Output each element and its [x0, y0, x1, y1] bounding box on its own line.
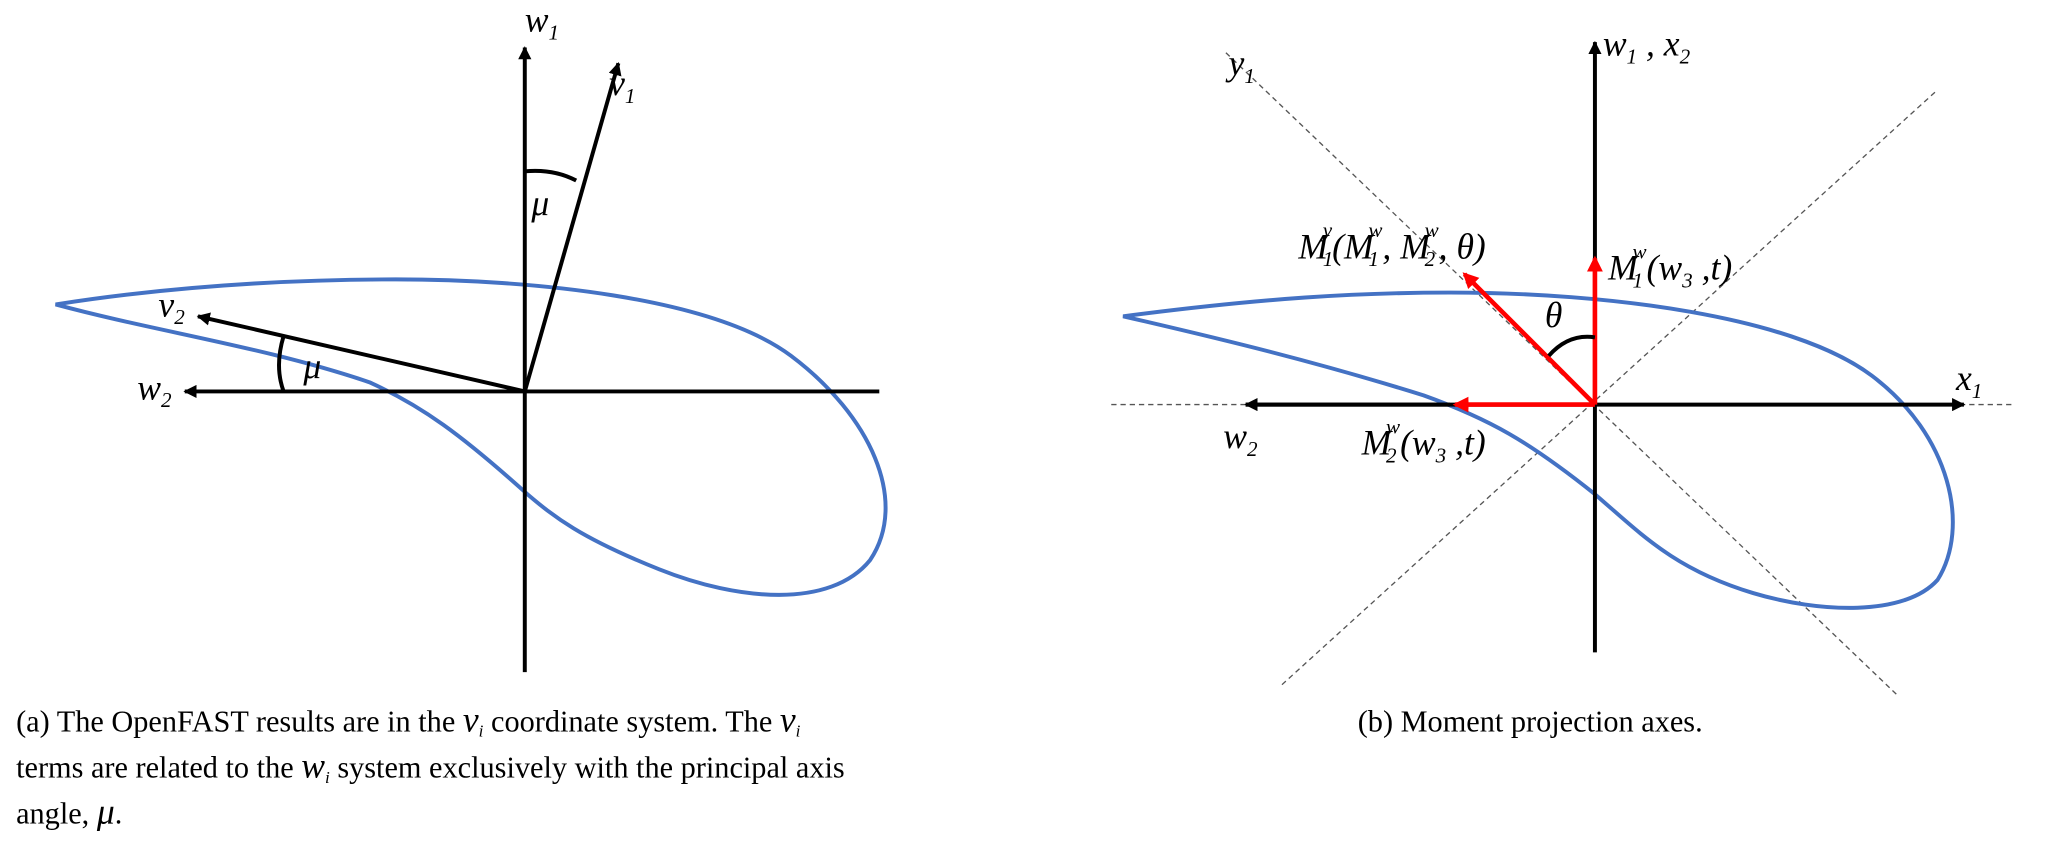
v2-axis	[196, 312, 526, 394]
y1-label: y1	[1226, 43, 1255, 88]
panel-a: w1 v1 v2 w2 μ μ (a) The OpenFAST results…	[16, 0, 888, 832]
theta-arc	[1547, 334, 1596, 358]
m1w-label: M1w(w3 ,t)	[1607, 239, 1732, 292]
w2-label: w2	[1223, 416, 1258, 461]
v1-label: v1	[609, 63, 635, 108]
m1y-label: M1y(M1w, M2w, θ)	[1297, 218, 1485, 271]
v1-axis	[522, 61, 622, 392]
caption-a: (a) The OpenFAST results are in the vi c…	[16, 699, 845, 831]
mu-arc-top	[524, 168, 578, 183]
diagonal-guide-line	[1280, 91, 1936, 686]
theta-label: θ	[1545, 295, 1562, 335]
airfoil-outline	[1122, 290, 1955, 610]
m1y-arrow	[1464, 274, 1597, 407]
m2w-label: M2w(w3 ,t)	[1361, 415, 1486, 468]
svg-text:angle, μ.: angle, μ.	[16, 792, 122, 832]
airfoil-outline	[55, 277, 888, 597]
mu-label-top: μ	[530, 183, 549, 223]
v2-label: v2	[158, 284, 185, 329]
svg-text:terms are related to the wi s: terms are related to the wi system exclu…	[16, 746, 845, 787]
x1-label: x1	[1955, 358, 1982, 403]
caption-b: (b) Moment projection axes.	[1358, 704, 1703, 738]
w2-label: w2	[137, 367, 172, 412]
w1-label: w1	[525, 0, 559, 45]
mu-label-left: μ	[302, 346, 321, 386]
w1-x2-label: w1 , x2	[1603, 23, 1691, 68]
svg-text:(a) The OpenFAST results are i: (a) The OpenFAST results are in the vi c…	[16, 699, 801, 740]
mu-arc-left	[277, 335, 286, 393]
panel-b: θ y1 w1 , x2 x1 w2 M1y(M1w, M2w, θ) M1w(…	[1111, 23, 2015, 738]
